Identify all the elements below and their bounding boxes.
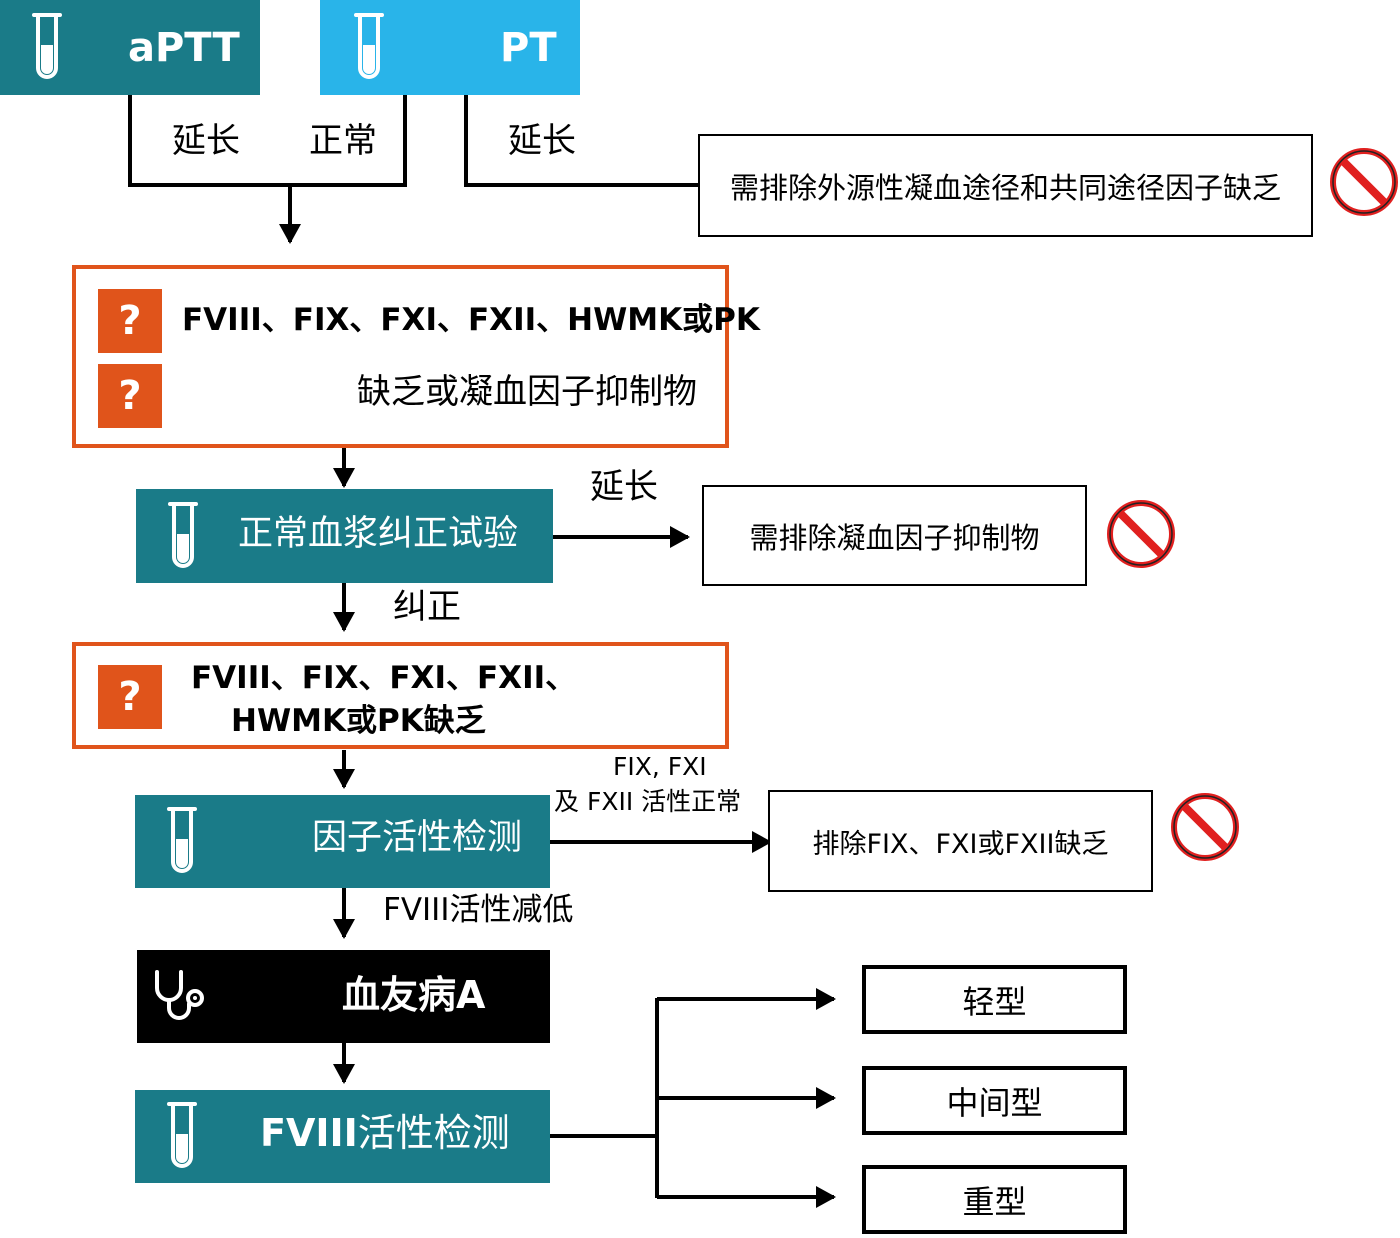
pt-box: PT [320, 0, 580, 95]
deficiency-1-line1: FVIII、FIX、FXI、FXII、HWMK或PK [182, 302, 760, 338]
stethoscope-icon [155, 970, 204, 1020]
pt-title: PT [500, 25, 557, 71]
question-icon: ? [98, 364, 162, 428]
no-entry-icon [1330, 148, 1398, 216]
severity-moderate: 中间型 [946, 1083, 1043, 1122]
severity-severe: 重型 [962, 1182, 1027, 1221]
question-icon: ? [98, 289, 162, 353]
test-tube-icon [32, 13, 62, 79]
fviii-activity-box: FVIII活性检测 [135, 1090, 550, 1183]
mixing-test-box: 正常血浆纠正试验 [136, 489, 553, 583]
factor-activity-box: 因子活性检测 [135, 795, 550, 888]
factor-activity-label: 因子活性检测 [312, 818, 523, 858]
test-tube-icon [167, 1102, 197, 1168]
fviii-activity-rest: 活性检测 [357, 1111, 510, 1155]
deficiency-1-line2: 缺乏或凝血因子抑制物 [357, 372, 697, 412]
test-tube-icon [167, 807, 197, 873]
severity-mild: 轻型 [962, 982, 1027, 1021]
severity-mild-box: 轻型 [862, 965, 1127, 1034]
corrected-label: 纠正 [393, 587, 461, 627]
aptt-title: aPTT [128, 25, 240, 71]
mixing-result-box: 需排除凝血因子抑制物 [702, 485, 1087, 586]
aptt-box: aPTT [0, 0, 260, 95]
severity-moderate-box: 中间型 [862, 1066, 1127, 1135]
pt-prolonged-label: 延长 [508, 121, 576, 161]
factor-result-box: 排除FIX、FXI或FXII缺乏 [768, 790, 1153, 892]
mixing-prolonged-label: 延长 [590, 467, 658, 507]
factor-result-text: 排除FIX、FXI或FXII缺乏 [812, 828, 1109, 860]
diagnosis-label: 血友病A [342, 973, 486, 1017]
deficiency-box-2: ? FVIII、FIX、FXI、FXII、 HWMK或PK缺乏 [72, 642, 729, 749]
aptt-prolonged-line [128, 95, 407, 187]
aptt-prolonged-label: 延长 [172, 121, 240, 161]
deficiency-box-1: ? ? FVIII、FIX、FXI、FXII、HWMK或PK 缺乏或凝血因子抑制… [72, 265, 760, 448]
mixing-result-text: 需排除凝血因子抑制物 [749, 520, 1040, 555]
aptt-normal-label: 正常 [309, 121, 377, 161]
severity-severe-box: 重型 [862, 1165, 1127, 1234]
pt-result-box: 需排除外源性凝血途径和共同途径因子缺乏 [698, 134, 1313, 237]
deficiency-2-line2: HWMK或PK缺乏 [231, 703, 486, 739]
pt-result-text: 需排除外源性凝血途径和共同途径因子缺乏 [729, 170, 1281, 205]
factor-normal-line2: 及 FXII 活性正常 [554, 787, 742, 816]
test-tube-icon [168, 502, 198, 568]
factor-normal-line1: FIX, FXI [613, 752, 707, 781]
no-entry-icon [1171, 793, 1239, 861]
mixing-test-label: 正常血浆纠正试验 [238, 514, 519, 554]
test-tube-icon [354, 13, 384, 79]
question-icon: ? [98, 665, 162, 729]
fviii-reduced-label: FVIII活性减低 [383, 892, 574, 928]
pt-line [464, 95, 700, 187]
fviii-activity-label: FVIII活性检测 [260, 1114, 510, 1152]
deficiency-2-line1: FVIII、FIX、FXI、FXII、 [191, 660, 577, 696]
diagnosis-box: 血友病A [137, 950, 550, 1043]
no-entry-icon [1107, 500, 1175, 568]
fviii-activity-bold: FVIII [260, 1111, 358, 1155]
